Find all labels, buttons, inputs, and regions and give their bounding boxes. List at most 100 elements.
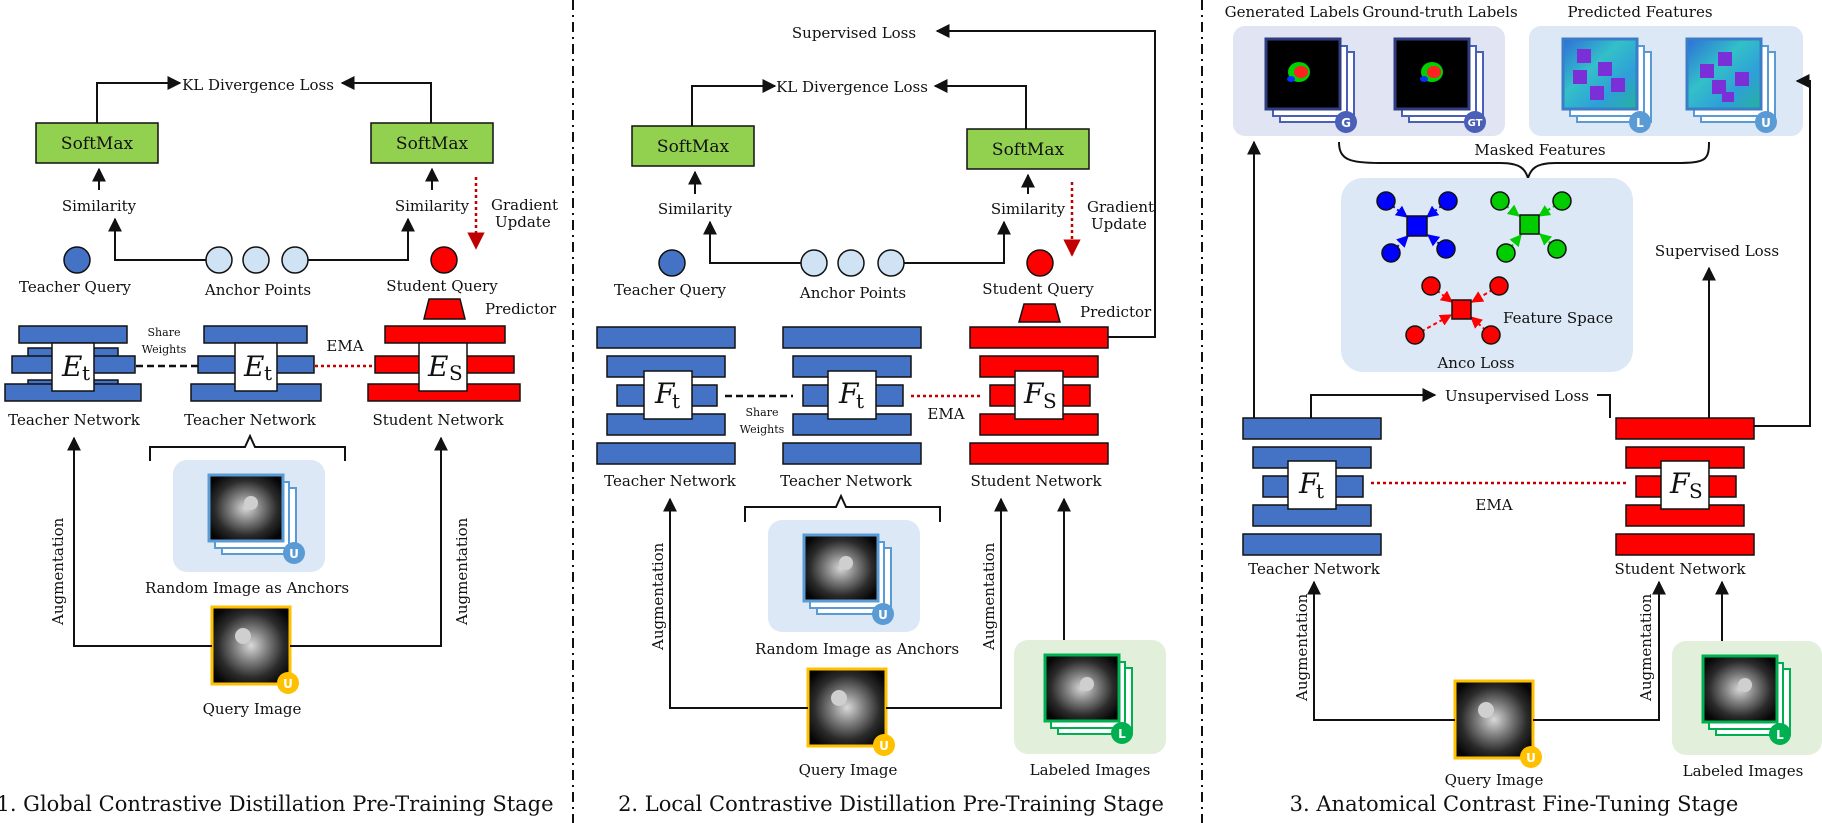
s3-pred-l-badge: L: [1636, 116, 1644, 130]
s2-query-badge: U: [879, 739, 889, 753]
s3-generated-label-stack: G: [1264, 37, 1357, 133]
s3-labeled-badge: L: [1776, 728, 1784, 742]
s3-masked-features: Masked Features: [1474, 141, 1605, 159]
s1-student-query-dot: [430, 246, 458, 274]
s2-share-weights-2: Weights: [740, 423, 785, 436]
s2-anchor-3: [877, 249, 905, 277]
s3-teacher-network-label: Teacher Network: [1248, 560, 1381, 578]
s1-enc-t2-sub: t: [264, 361, 272, 385]
s3-labeled-images-label: Labeled Images: [1683, 762, 1804, 780]
s1-predictor-label: Predictor: [485, 300, 557, 318]
s3-ground-truth-stack: GT: [1393, 37, 1486, 133]
s2-gradient-update-2: Update: [1091, 215, 1147, 233]
s1-similarity-right: Similarity: [395, 197, 470, 215]
s1-enc-t1-main: E: [61, 350, 82, 383]
s3-enc-t-main: F: [1298, 467, 1320, 500]
stage-1: KL Divergence Loss SoftMax SoftMax Simil…: [0, 76, 558, 816]
s2-enc-s-main: F: [1023, 377, 1045, 410]
s2-predictor-label: Predictor: [1080, 303, 1152, 321]
s2-student-network: F S: [969, 326, 1109, 465]
s1-teacher-query-label: Teacher Query: [19, 278, 132, 296]
s2-stage-title: 2. Local Contrastive Distillation Pre-Tr…: [618, 792, 1164, 816]
s1-softmax-right-label: SoftMax: [396, 134, 469, 154]
s1-teacher-network-1: E t: [4, 325, 142, 402]
s3-student-network-label: Student Network: [1614, 560, 1746, 578]
s2-anchor-2: [837, 249, 865, 277]
stage-3: Generated Labels Ground-truth Labels Pre…: [1225, 3, 1822, 816]
s1-anchor-points-label: Anchor Points: [204, 281, 311, 299]
s3-ground-truth-badge: GT: [1468, 118, 1483, 129]
s3-predicted-feature-l-stack: L: [1561, 37, 1652, 133]
s2-enc-s-sub: S: [1043, 389, 1057, 413]
s2-enc-t1-main: F: [654, 377, 676, 410]
s1-augmentation-right: Augmentation: [453, 517, 471, 626]
s3-supervised-loss: Supervised Loss: [1655, 242, 1779, 260]
s1-teacher-network-2: E t: [190, 325, 322, 402]
stage-2: Supervised Loss KL Divergence Loss SoftM…: [596, 24, 1166, 816]
s2-labeled-image-stack: L: [1043, 653, 1133, 744]
s1-share-weights-2: Weights: [142, 343, 187, 356]
s3-cluster-blue: [1376, 191, 1458, 263]
s3-ema-label: EMA: [1475, 496, 1512, 514]
s3-enc-s-sub: S: [1689, 479, 1703, 503]
s1-teacher-network-1-label: Teacher Network: [8, 411, 141, 429]
s2-teacher-network-1-label: Teacher Network: [604, 472, 737, 490]
s2-query-image-label: Query Image: [799, 761, 898, 779]
s1-gradient-update-2: Update: [495, 213, 551, 231]
s2-predictor: [1018, 303, 1061, 323]
s1-student-network: E S: [367, 325, 521, 402]
s3-generated-badge: G: [1341, 116, 1351, 130]
s3-predicted-features: Predicted Features: [1567, 3, 1712, 21]
s2-enc-t1-sub: t: [672, 389, 680, 413]
s1-query-image: U: [210, 605, 299, 694]
s2-share-weights-1: Share: [746, 406, 779, 419]
s2-enc-t2-sub: t: [856, 389, 864, 413]
s1-similarity-left: Similarity: [62, 197, 137, 215]
s1-enc-s-sub: S: [449, 361, 463, 385]
s1-teacher-query-dot: [63, 246, 91, 274]
s2-anchor-image-stack: U: [802, 533, 894, 625]
s2-teacher-network-1: F t: [596, 326, 736, 465]
s1-anchor-2: [242, 246, 270, 274]
s3-labeled-image-stack: L: [1701, 654, 1791, 745]
s1-student-query-label: Student Query: [386, 277, 498, 295]
s3-ground-truth-labels: Ground-truth Labels: [1362, 3, 1517, 21]
s2-anchor-1: [800, 249, 828, 277]
s3-pred-u-badge: U: [1761, 116, 1771, 130]
s1-enc-t1-sub: t: [82, 361, 90, 385]
s2-student-network-label: Student Network: [970, 472, 1102, 490]
s2-query-image: U: [806, 667, 895, 756]
s1-stage-title: 1. Global Contrastive Distillation Pre-T…: [0, 792, 554, 816]
s2-softmax-right: [966, 128, 1090, 170]
s3-teacher-network: F t: [1242, 417, 1382, 556]
s3-query-image-label: Query Image: [1445, 771, 1544, 789]
s3-query-badge: U: [1526, 751, 1536, 765]
s2-similarity-left: Similarity: [658, 200, 733, 218]
s1-kl-loss: KL Divergence Loss: [182, 76, 334, 94]
s2-labeled-badge: L: [1118, 727, 1126, 741]
s1-anchor-badge: U: [289, 547, 299, 561]
s1-query-image-label: Query Image: [203, 700, 302, 718]
s2-kl-loss: KL Divergence Loss: [776, 78, 928, 96]
s1-ema-label: EMA: [326, 337, 363, 355]
s2-softmax-left-label: SoftMax: [657, 137, 730, 157]
s2-anchor-points-label: Anchor Points: [799, 284, 906, 302]
s1-enc-s-main: E: [427, 350, 448, 383]
s1-query-badge: U: [283, 677, 293, 691]
s3-anco-loss-label: Anco Loss: [1436, 354, 1514, 372]
s1-softmax-left: [35, 122, 159, 164]
s1-student-network-label: Student Network: [372, 411, 504, 429]
s3-cluster-green: [1490, 191, 1572, 263]
s1-share-weights-1: Share: [148, 326, 181, 339]
s2-teacher-network-2: F t: [782, 326, 922, 465]
s3-student-network: F S: [1615, 417, 1755, 556]
s2-enc-t2-main: F: [838, 377, 860, 410]
s2-anchor-badge: U: [878, 608, 888, 622]
s3-generated-labels: Generated Labels: [1225, 3, 1360, 21]
s1-anchor-3: [281, 246, 309, 274]
s2-ema-label: EMA: [927, 405, 964, 423]
s3-augmentation-left: Augmentation: [1293, 593, 1311, 702]
s1-anchor-image-stack: U: [207, 473, 305, 564]
s2-student-query-dot: [1026, 249, 1054, 277]
